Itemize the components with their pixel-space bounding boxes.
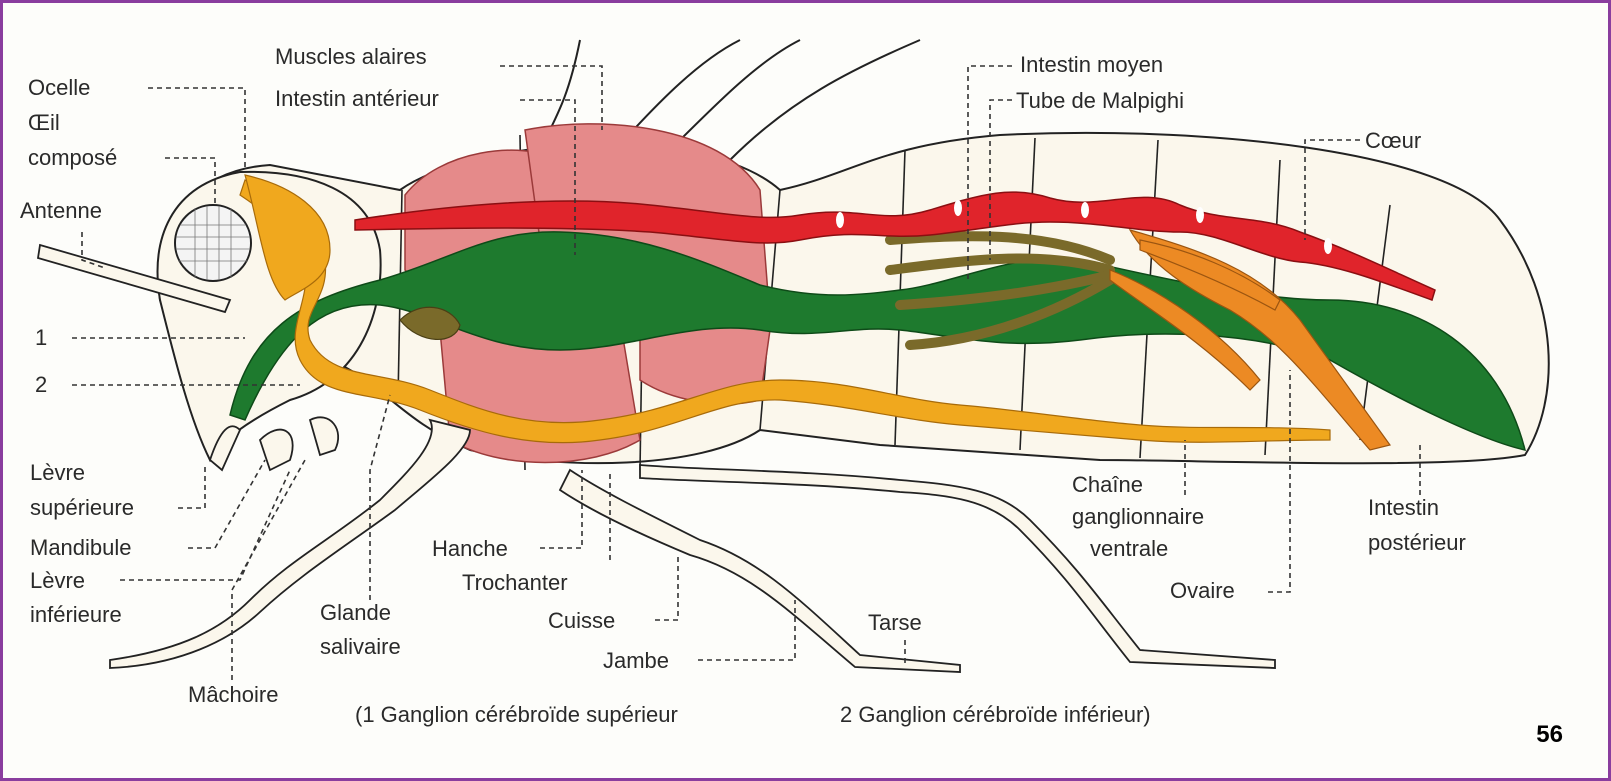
label-glande-line1: Glande <box>320 600 391 625</box>
label-coeur: Cœur <box>1365 128 1421 153</box>
label-chaine-line1: Chaîne <box>1072 472 1143 497</box>
label-intestin-moyen: Intestin moyen <box>1020 52 1163 77</box>
label-trochanter: Trochanter <box>462 570 568 595</box>
label-hanche: Hanche <box>432 536 508 561</box>
label-num-2: 2 <box>35 372 47 397</box>
label-levre-sup-line2: supérieure <box>30 495 134 520</box>
label-oeil-line2: composé <box>28 145 117 170</box>
label-chaine-line3: ventrale <box>1090 536 1168 561</box>
label-ovaire: Ovaire <box>1170 578 1235 603</box>
label-intestin-posterieur-line1: Intestin <box>1368 495 1439 520</box>
label-levre-inf-line2: inférieure <box>30 602 122 627</box>
label-tube-malpighi: Tube de Malpighi <box>1016 88 1184 113</box>
label-cuisse: Cuisse <box>548 608 615 633</box>
label-oeil-line1: Œil <box>28 110 60 135</box>
label-tarse: Tarse <box>868 610 922 635</box>
label-chaine-line2: ganglionnaire <box>1072 504 1204 529</box>
label-levre-inf-line1: Lèvre <box>30 568 85 593</box>
label-antenne: Antenne <box>20 198 102 223</box>
label-num-1: 1 <box>35 325 47 350</box>
caption-ganglion-superieur: (1 Ganglion cérébroïde supérieur <box>355 702 678 727</box>
caption-ganglion-inferieur: 2 Ganglion cérébroïde inférieur) <box>840 702 1151 727</box>
page-number: 56 <box>1536 721 1563 749</box>
label-ocelle: Ocelle <box>28 75 90 100</box>
label-intestin-anterieur: Intestin antérieur <box>275 86 439 111</box>
compound-eye <box>175 205 251 281</box>
label-jambe: Jambe <box>603 648 669 673</box>
label-glande-line2: salivaire <box>320 634 401 659</box>
label-levre-sup-line1: Lèvre <box>30 460 85 485</box>
label-muscles-alaires: Muscles alaires <box>275 44 427 69</box>
label-machoire: Mâchoire <box>188 682 278 707</box>
label-mandibule: Mandibule <box>30 535 132 560</box>
label-intestin-posterieur-line2: postérieur <box>1368 530 1466 555</box>
